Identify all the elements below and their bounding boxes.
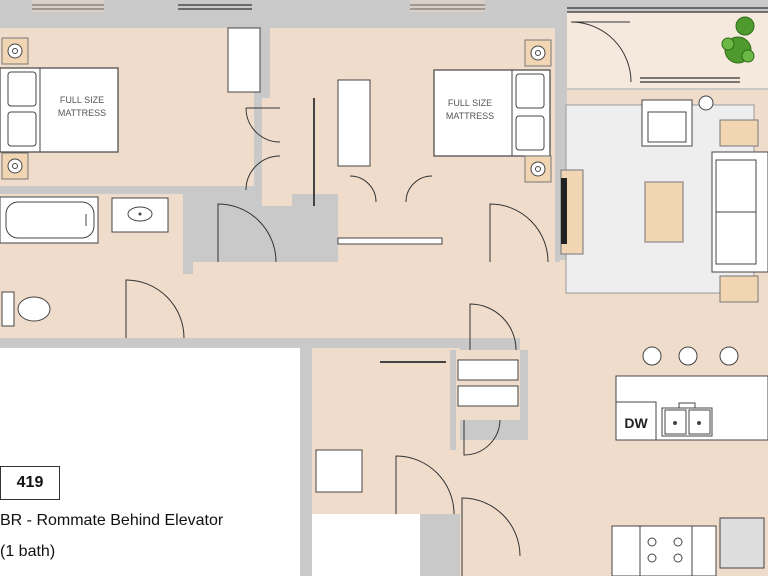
side-table-1 bbox=[719, 119, 759, 147]
stove bbox=[639, 525, 693, 576]
outside-area bbox=[0, 348, 300, 576]
side-table-2 bbox=[719, 275, 759, 303]
armchair bbox=[641, 99, 693, 147]
tv-console bbox=[560, 169, 584, 255]
windows bbox=[32, 4, 768, 83]
refrigerator bbox=[719, 517, 765, 569]
bed-2: FULL SIZE MATTRESS bbox=[433, 69, 551, 157]
unit-number-badge: 419 bbox=[0, 466, 60, 500]
bath-count-caption: (1 bath) bbox=[0, 543, 56, 560]
counter-left bbox=[611, 525, 641, 576]
unit-caption: BR - Rommate Behind Elevator bbox=[0, 512, 224, 529]
floor-lamp bbox=[698, 95, 714, 111]
bar-stools bbox=[642, 346, 739, 366]
nightstand-1b bbox=[1, 152, 29, 180]
counter-right bbox=[691, 525, 717, 576]
kitchen-sink bbox=[661, 402, 713, 437]
plant-icon bbox=[721, 16, 755, 64]
toilet bbox=[1, 291, 51, 327]
hallway-floor bbox=[126, 262, 566, 338]
coffee-table bbox=[644, 181, 684, 243]
desk bbox=[315, 449, 363, 493]
closet-shelf-2 bbox=[457, 385, 519, 407]
bed-1-label-line1: FULL SIZE bbox=[60, 95, 104, 105]
nightstand-2a bbox=[524, 39, 552, 67]
closet-shelving bbox=[227, 27, 443, 245]
doors bbox=[125, 21, 632, 576]
sofa bbox=[711, 151, 768, 273]
bed-2-label-line2: MATTRESS bbox=[446, 111, 494, 121]
entry-floor bbox=[440, 440, 616, 576]
closet-shelf-1 bbox=[457, 359, 519, 381]
nightstand-1a bbox=[1, 37, 29, 65]
bedroom-2-lower-floor bbox=[338, 194, 555, 262]
bed-1-label-line2: MATTRESS bbox=[58, 108, 106, 118]
dishwasher-label: DW bbox=[624, 415, 648, 431]
bed-2-label-line1: FULL SIZE bbox=[448, 98, 492, 108]
bathtub bbox=[0, 196, 99, 244]
nightstand-2b bbox=[524, 155, 552, 183]
bed-1: FULL SIZE MATTRESS bbox=[0, 67, 119, 153]
sink bbox=[111, 197, 169, 233]
